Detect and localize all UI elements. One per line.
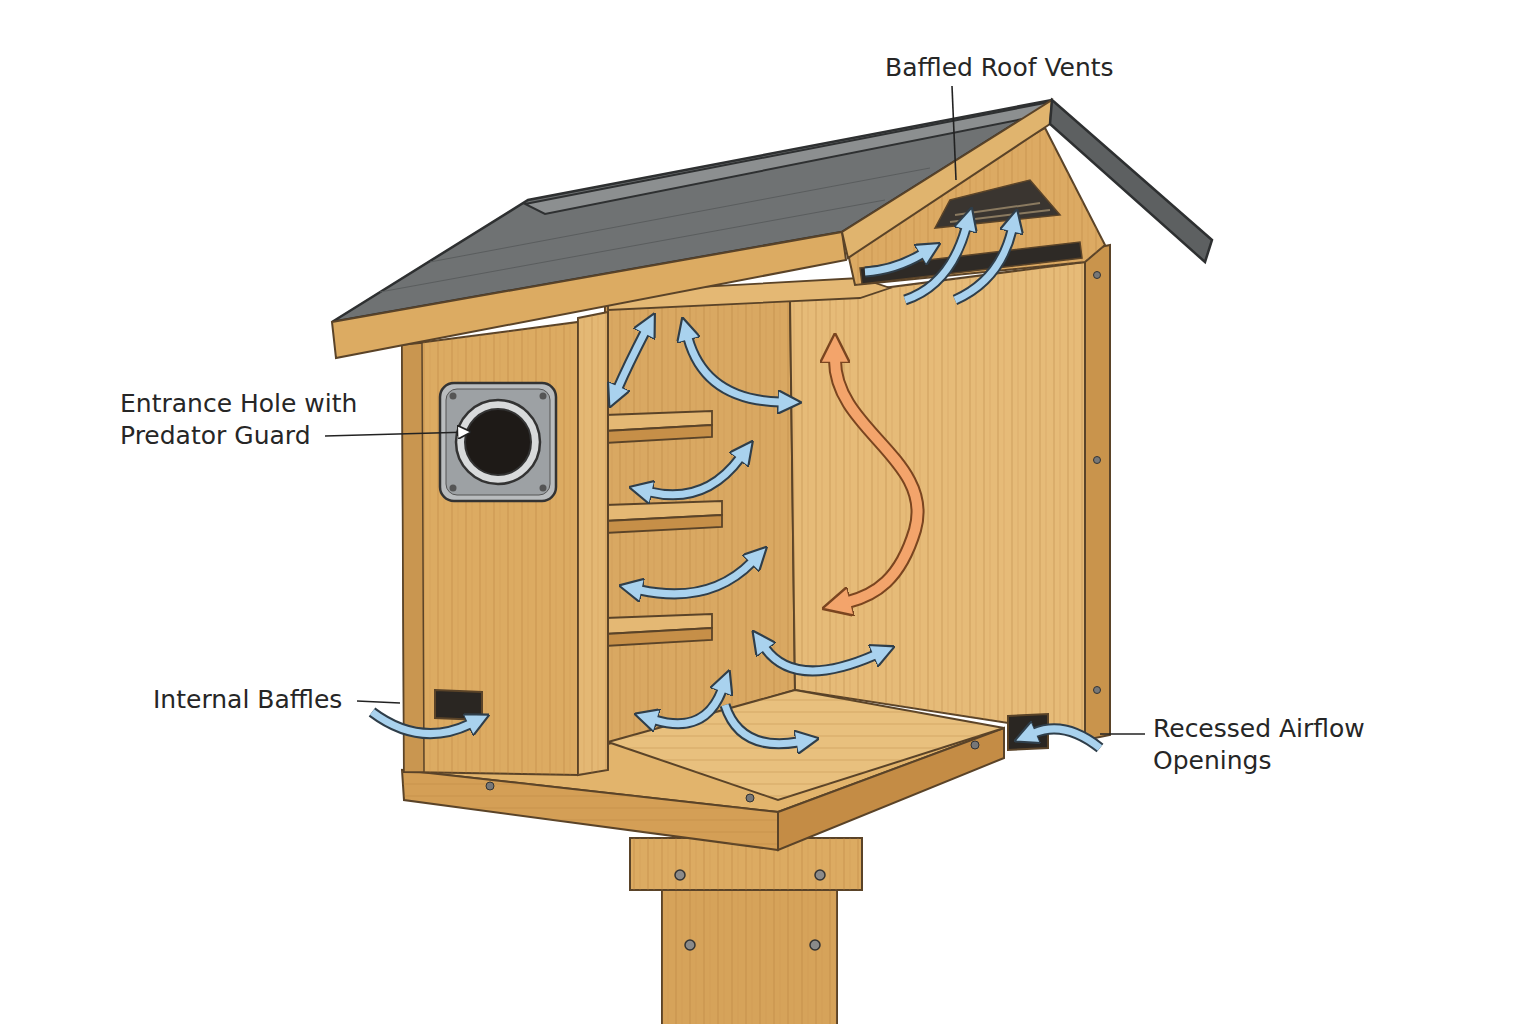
airflow-arrow — [905, 228, 966, 300]
predator-guard — [446, 389, 550, 495]
airflow-arrow — [725, 705, 798, 744]
interior-wall — [1094, 272, 1101, 279]
roof — [1050, 100, 1212, 262]
internal-baffle — [605, 628, 712, 646]
airflow-arrow — [640, 562, 752, 594]
roof — [332, 232, 846, 358]
support-post — [815, 870, 825, 880]
front-wall — [578, 312, 608, 775]
airflow-arrow — [955, 230, 1012, 300]
interior-wall — [605, 300, 795, 745]
callout-label: Baffled Roof Vents — [885, 52, 1185, 84]
interior-wall — [1085, 245, 1110, 740]
warm-air-arrow — [835, 360, 918, 602]
predator-guard — [540, 485, 547, 492]
airflow-arrow — [640, 562, 752, 594]
support-post — [810, 940, 820, 950]
front-wall — [402, 312, 608, 775]
callout-label: Entrance Hole with Predator Guard — [120, 388, 380, 452]
predator-guard — [440, 383, 556, 501]
airflow-arrow — [655, 690, 722, 724]
front-wall — [402, 322, 578, 775]
airflow-arrow — [655, 690, 722, 724]
internal-baffle — [605, 278, 890, 646]
callout-label: Recessed Airflow Openings — [1153, 713, 1403, 777]
base-platform — [971, 741, 979, 749]
airflow-arrow — [688, 338, 780, 402]
predator-guard — [456, 400, 540, 484]
airflow-arrow — [650, 458, 740, 495]
airflow-arrow — [765, 648, 875, 671]
front-wall — [578, 312, 608, 775]
support-post — [685, 940, 695, 950]
support-post — [630, 838, 862, 1024]
support-post — [675, 870, 685, 880]
leader-line — [952, 86, 956, 180]
airflow-arrow — [765, 648, 875, 671]
airflow-arrow — [865, 254, 922, 272]
warm-air-arrow — [835, 360, 918, 602]
airflow-arrow — [1034, 729, 1100, 748]
airflow-arrow — [372, 228, 1100, 748]
leader-line — [325, 432, 470, 436]
roof-vent — [860, 242, 1082, 284]
base-platform — [402, 770, 778, 850]
airflow-arrow — [865, 254, 922, 272]
airflow-arrow — [1034, 729, 1100, 748]
predator-guard — [540, 393, 547, 400]
predator-guard — [465, 409, 531, 475]
airflow-arrow — [905, 228, 966, 300]
base-platform — [746, 794, 754, 802]
airflow-arrow — [372, 712, 470, 734]
internal-baffle — [605, 515, 722, 533]
airflow-arrow — [618, 332, 645, 388]
airflow-arrow — [725, 705, 798, 744]
base-platform — [402, 770, 778, 850]
base-platform — [486, 782, 494, 790]
front-wall — [402, 343, 424, 772]
interior-wall — [605, 300, 795, 745]
airflow-arrow — [650, 458, 740, 495]
warm-air-arrow — [835, 360, 918, 602]
airflow-opening — [435, 690, 1048, 750]
interior-wall — [1094, 687, 1101, 694]
interior-wall — [1094, 457, 1101, 464]
leader-line — [1100, 733, 1145, 735]
airflow-arrow — [372, 712, 470, 734]
airflow-arrow — [618, 332, 645, 388]
airflow-opening — [435, 690, 482, 720]
leader-line — [325, 86, 1145, 734]
leader-line — [357, 701, 400, 703]
support-post — [662, 885, 837, 1024]
roof — [842, 100, 1052, 258]
roof — [332, 100, 1212, 358]
roof-vent — [950, 210, 1050, 222]
predator-guard — [440, 383, 556, 501]
predator-guard — [450, 393, 457, 400]
predator-guard — [450, 485, 457, 492]
nest-floor — [608, 690, 1004, 800]
interior-wall — [605, 245, 1110, 745]
nest-floor — [608, 690, 1004, 800]
callout-label: Internal Baffles — [153, 684, 383, 716]
airflow-arrow — [955, 230, 1012, 300]
front-wall — [402, 322, 578, 775]
nest-floor — [608, 690, 1004, 800]
internal-baffle — [605, 425, 712, 443]
airflow-arrow — [688, 338, 780, 402]
support-post — [662, 885, 837, 1024]
